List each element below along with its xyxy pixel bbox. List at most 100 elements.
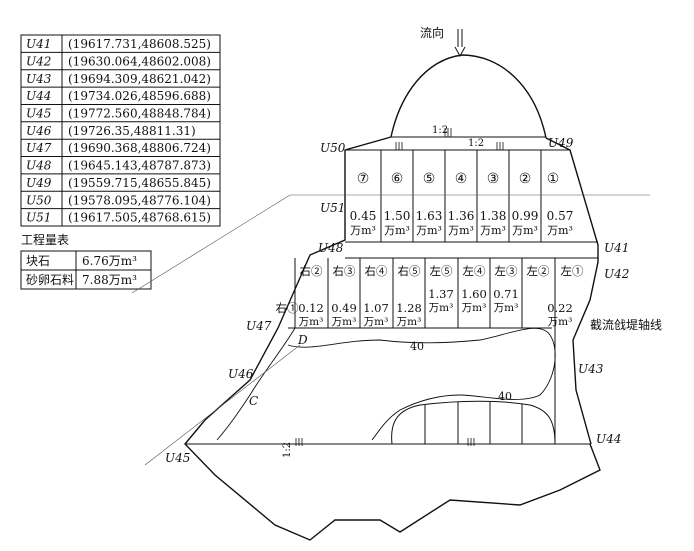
label-u48: U48	[318, 241, 344, 255]
contour-40-upper	[287, 327, 556, 441]
lower-cell-unit: 万m³	[397, 316, 422, 328]
upper-cell-value: 1.36	[448, 209, 475, 223]
label-c: C	[249, 394, 258, 408]
quantity-value: 7.88万m³	[82, 273, 137, 287]
label-u43: U43	[578, 362, 604, 376]
lower-cell-unit: 万m³	[332, 316, 357, 328]
quantity-name: 砂卵石料	[26, 273, 74, 287]
upper-cell-unit: 万m³	[350, 224, 376, 237]
upper-cell-value: 1.50	[384, 209, 411, 223]
lower-section	[185, 258, 591, 445]
lower-cell-value: 1.28	[396, 301, 422, 315]
upper-cell-no: ⑥	[391, 171, 404, 187]
cofferdam-outline	[184, 54, 601, 541]
axis-label: 截流戗堤轴线	[590, 317, 662, 332]
coord-value: (19617.505,48768.615)	[68, 211, 211, 225]
label-u51: U51	[320, 201, 345, 215]
upper-cell-unit: 万m³	[416, 224, 442, 237]
label-u47: U47	[246, 319, 272, 333]
lower-cell-no: 右③	[333, 264, 356, 278]
coord-value: (19690.368,48806.724)	[68, 141, 211, 155]
quantity-table-title: 工程量表	[21, 232, 69, 247]
lower-cell-no: 右④	[365, 264, 388, 278]
upper-cell-no: ①	[547, 171, 560, 187]
coord-value: (19578.095,48776.104)	[68, 193, 211, 207]
coord-table-border	[20, 34, 221, 227]
upper-section	[345, 136, 598, 259]
label-u42: U42	[604, 267, 629, 281]
coord-pt: U49	[26, 176, 52, 190]
upper-cell-no: ④	[455, 171, 468, 187]
point-labels: U41 U42 U43 U44 U45 U46 U47 U48 U49 U50 …	[165, 136, 629, 465]
upper-cell-no: ②	[519, 171, 532, 187]
coord-pt: U48	[26, 159, 52, 173]
coord-pt: U43	[26, 72, 52, 86]
lower-cell-no: 右⑤	[398, 264, 421, 278]
lower-cell-no: 左②	[527, 264, 550, 278]
upper-cell-value: 0.99	[512, 209, 539, 223]
label-u45: U45	[165, 451, 190, 465]
coord-value: (19559.715,48655.845)	[68, 176, 211, 190]
lower-cell-no: 左③	[495, 264, 518, 278]
quantity-table	[20, 250, 152, 290]
coord-value: (19630.064,48602.008)	[68, 54, 211, 68]
upstream-bulge	[390, 54, 547, 139]
lower-cell-unit: 万m³	[429, 302, 454, 314]
upper-cell-no: ③	[487, 171, 500, 187]
upper-cell-value: 1.63	[416, 209, 443, 223]
lower-cell-value: 0.22	[547, 301, 573, 315]
lower-cell-no: 左⑤	[430, 264, 453, 278]
lower-cells: 右① 右② 0.12 万m³ 右③ 0.49 万m³ 右④ 1.07 万m³ 右…	[276, 264, 584, 328]
flow-arrow-head	[454, 46, 466, 58]
ref-line-upper	[131, 194, 291, 294]
reference-lines	[131, 194, 650, 466]
coordinate-table	[20, 34, 221, 227]
label-u41: U41	[604, 241, 629, 255]
coord-value: (19734.026,48596.688)	[68, 89, 211, 103]
upper-cell-value: 0.57	[547, 209, 574, 223]
contour-label-1: 40	[410, 340, 424, 353]
flow-label: 流向	[420, 25, 444, 40]
upper-cell-unit: 万m³	[547, 224, 573, 237]
contour-label-2: 40	[498, 390, 512, 403]
upper-cell-unit: 万m³	[512, 224, 538, 237]
coordinate-table-text: U41 (19617.731,48608.525) U42 (19630.064…	[26, 37, 211, 225]
slope-label-top1: 1:2	[432, 125, 448, 136]
coord-pt: U45	[26, 107, 51, 121]
lower-cell-no: 右①	[276, 301, 299, 315]
slope-label-bottom: 1:2	[282, 442, 293, 458]
lower-cell-unit: 万m³	[462, 302, 487, 314]
label-u50: U50	[320, 141, 346, 155]
label-u49: U49	[548, 136, 574, 150]
quantity-name: 块石	[26, 254, 50, 268]
slope-hatches	[295, 128, 504, 446]
slope-label-top2: 1:2	[468, 138, 484, 149]
lower-cell-value: 1.37	[428, 287, 454, 301]
lower-cell-value: 0.71	[493, 287, 519, 301]
ref-line-lower	[144, 344, 301, 466]
coord-pt: U41	[26, 37, 51, 51]
coord-value: (19645.143,48787.873)	[68, 159, 211, 173]
lower-cell-value: 0.12	[298, 301, 324, 315]
upper-cells: ⑦ 0.45 万m³ ⑥ 1.50 万m³ ⑤ 1.63 万m³ ④ 1.36 …	[350, 171, 574, 237]
coord-pt: U50	[26, 193, 52, 207]
upper-cell-no: ⑦	[357, 171, 370, 187]
contour-40-lower	[391, 400, 556, 445]
contour-left-bank	[216, 327, 296, 441]
upper-cell-unit: 万m³	[384, 224, 410, 237]
coord-value: (19617.731,48608.525)	[68, 37, 211, 51]
lower-cell-value: 1.07	[363, 301, 389, 315]
upper-cell-no: ⑤	[423, 171, 436, 187]
coord-pt: U51	[26, 211, 51, 225]
coord-value: (19772.560,48848.784)	[68, 107, 211, 121]
label-u46: U46	[228, 367, 254, 381]
upper-cell-value: 1.38	[480, 209, 507, 223]
lower-cell-unit: 万m³	[494, 302, 519, 314]
upper-cell-value: 0.45	[350, 209, 377, 223]
lower-cell-value: 1.60	[461, 287, 487, 301]
right-boundary	[545, 137, 599, 445]
lower-cell-unit: 万m³	[548, 316, 573, 328]
lower-cell-value: 0.49	[331, 301, 357, 315]
